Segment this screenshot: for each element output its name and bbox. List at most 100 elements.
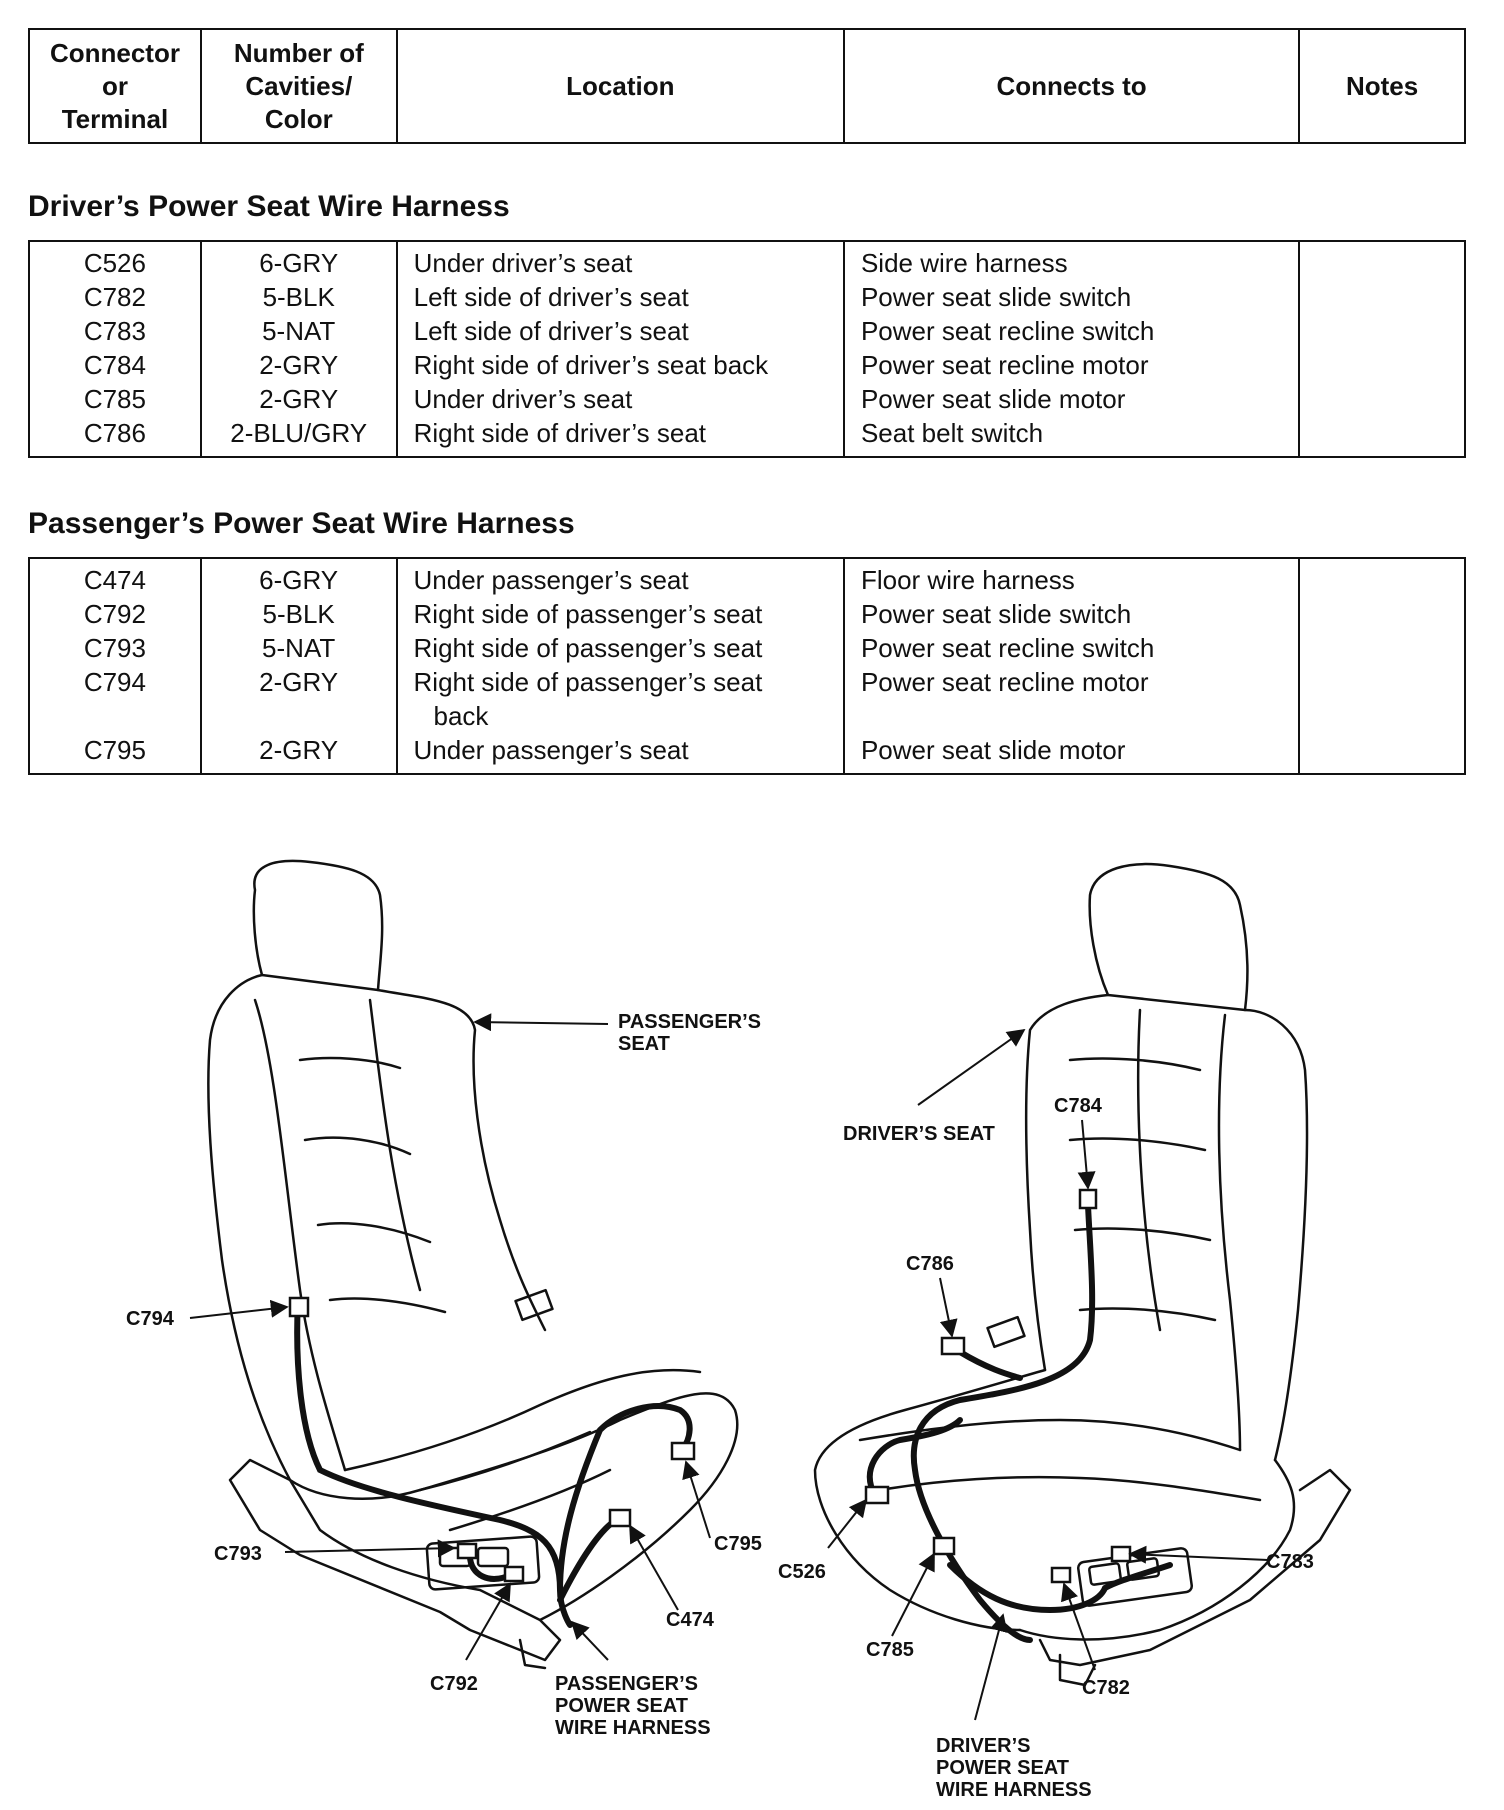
label-c782: C782 — [1082, 1677, 1130, 1699]
location-text: Under passenger’s seat — [413, 565, 689, 595]
location-text: Right side of passenger’s seat — [413, 599, 763, 629]
cell-location: Right side of driver’s seat back — [395, 348, 845, 382]
cell-connects-to: Floor wire harness — [842, 558, 1301, 597]
label-c783: C783 — [1266, 1551, 1314, 1573]
connector-c795-shape — [670, 1441, 696, 1461]
leader-lines — [189, 1013, 1269, 1721]
connector-c794-shape — [288, 1296, 310, 1318]
cell-location: Left side of driver’s seat — [395, 314, 845, 348]
label-driver-harness-line1: DRIVER’S — [936, 1735, 1030, 1757]
cell-connects-to: Power seat slide motor — [842, 382, 1301, 416]
connector-c782-shape — [1050, 1566, 1072, 1584]
label-c794: C794 — [126, 1308, 175, 1330]
cell-location: Under passenger’s seat — [395, 733, 845, 774]
connector-c792-shape — [503, 1565, 525, 1583]
cell-location: Under passenger’s seat — [395, 558, 845, 597]
label-c526: C526 — [778, 1561, 826, 1583]
section-title-passenger: Passenger’s Power Seat Wire Harness — [28, 507, 575, 540]
connector-c474-shape — [608, 1508, 632, 1528]
connector-c784-shape — [1078, 1188, 1098, 1210]
driver-connectors — [864, 1188, 1132, 1584]
connector-c785-shape — [932, 1536, 956, 1556]
cell-cavities: 2-GRY — [199, 733, 398, 774]
driver-wire-harness — [866, 1202, 1173, 1643]
cell-notes — [1298, 665, 1466, 733]
label-driver-harness-line2: POWER SEAT — [936, 1757, 1069, 1779]
cell-connects-to: Power seat slide motor — [842, 733, 1301, 774]
cell-connects-to: Power seat slide switch — [842, 280, 1301, 314]
label-c795: C795 — [714, 1533, 762, 1555]
cell-notes — [1298, 631, 1466, 665]
label-c474: C474 — [666, 1609, 715, 1631]
label-passenger-harness-line3: WIRE HARNESS — [555, 1717, 711, 1739]
cell-location: Under driver’s seat — [395, 382, 845, 416]
label-driver-harness-line3: WIRE HARNESS — [936, 1779, 1092, 1801]
header-location: Location — [395, 28, 845, 144]
cell-connects-to: Power seat recline motor — [842, 348, 1301, 382]
cell-notes — [1298, 382, 1466, 416]
label-c793: C793 — [214, 1543, 262, 1565]
cell-notes — [1298, 416, 1466, 457]
cell-connects-to: Side wire harness — [842, 241, 1301, 280]
connector-c786-shape — [940, 1336, 966, 1356]
cell-cavities: 5-BLK — [199, 280, 398, 314]
cell-connector: C793 — [28, 631, 202, 665]
cell-notes — [1298, 597, 1466, 631]
cell-cavities: 5-NAT — [199, 314, 398, 348]
location-text: Right side of driver’s seat — [413, 418, 707, 448]
section-title-driver: Driver’s Power Seat Wire Harness — [28, 190, 510, 223]
label-c786: C786 — [906, 1253, 954, 1275]
location-text: Under passenger’s seat — [413, 735, 689, 765]
location-text: Under driver’s seat — [413, 384, 633, 414]
header-notes: Notes — [1298, 28, 1466, 144]
cell-location: Right side of passenger’s seat — [395, 597, 845, 631]
cell-connects-to: Power seat slide switch — [842, 597, 1301, 631]
cell-connector: C784 — [28, 348, 202, 382]
connector-c793-shape — [456, 1542, 478, 1560]
cell-notes — [1298, 241, 1466, 280]
location-text: Left side of driver’s seat — [413, 316, 689, 346]
cell-notes — [1298, 733, 1466, 774]
cell-connects-to: Seat belt switch — [842, 416, 1301, 457]
cell-location: Under driver’s seat — [395, 241, 845, 280]
cell-connector: C794 — [28, 665, 202, 733]
label-passenger-harness-line1: PASSENGER’S — [555, 1673, 698, 1695]
location-text: Right side of passenger’s seat — [413, 667, 763, 697]
label-driver-seat: DRIVER’S SEAT — [843, 1123, 995, 1145]
cell-connector: C782 — [28, 280, 202, 314]
cell-connector: C526 — [28, 241, 202, 280]
location-text: Left side of driver’s seat — [413, 282, 689, 312]
cell-cavities: 2-BLU/GRY — [199, 416, 398, 457]
label-passenger-seat-line1: PASSENGER’S — [618, 1011, 761, 1033]
cell-location: Right side of passenger’s seat back — [395, 665, 845, 733]
location-text-continued: back — [433, 701, 489, 731]
cell-cavities: 6-GRY — [199, 241, 398, 280]
diagram-labels: PASSENGER’S SEAT C794 C793 C792 PASSENGE… — [126, 1011, 1314, 1801]
cell-connects-to: Power seat recline switch — [842, 631, 1301, 665]
label-passenger-harness-line2: POWER SEAT — [555, 1695, 688, 1717]
passenger-connectors — [288, 1296, 696, 1583]
cell-notes — [1298, 280, 1466, 314]
cell-cavities: 2-GRY — [199, 348, 398, 382]
label-passenger-seat-line2: SEAT — [618, 1033, 670, 1055]
cell-cavities: 5-NAT — [199, 631, 398, 665]
cell-location: Right side of passenger’s seat — [395, 631, 845, 665]
cell-notes — [1298, 348, 1466, 382]
label-c784: C784 — [1054, 1095, 1103, 1117]
